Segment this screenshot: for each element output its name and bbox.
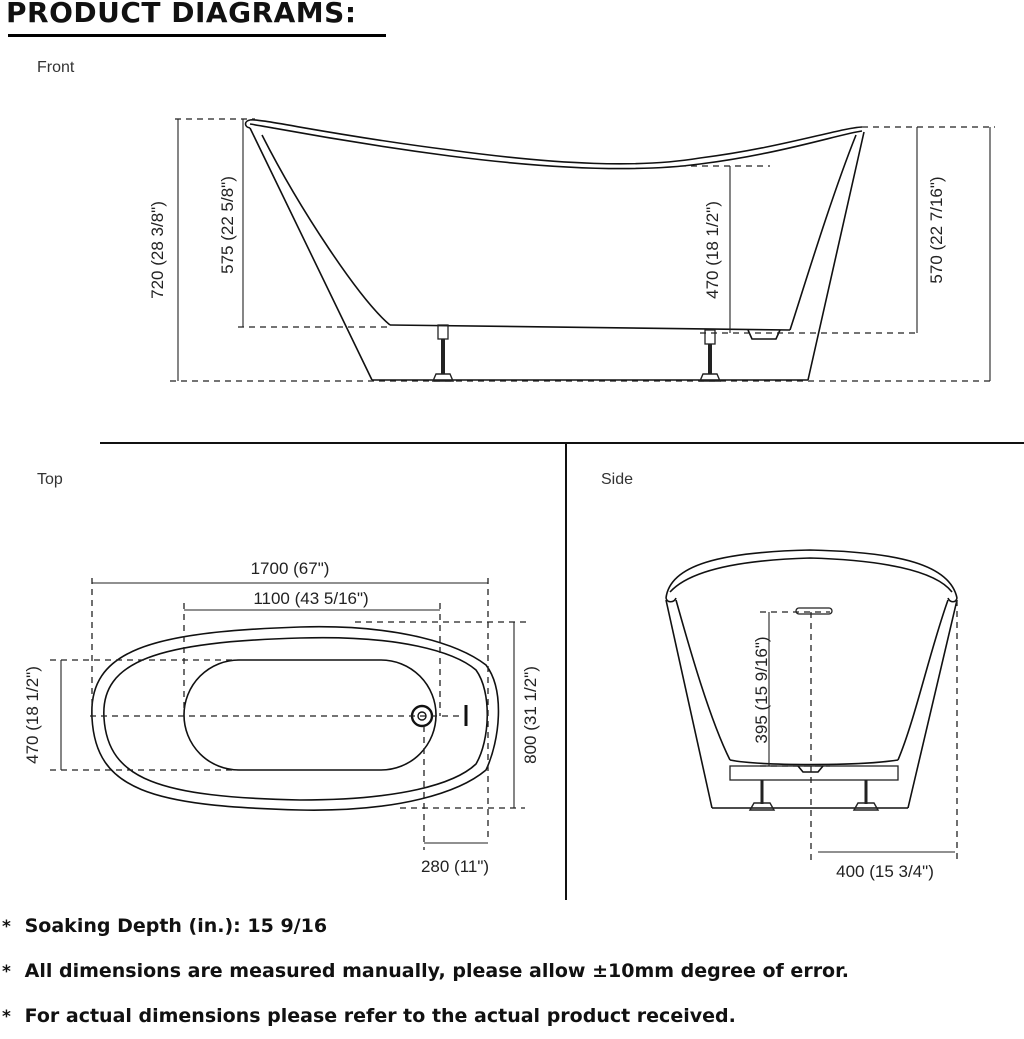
title-underline	[8, 34, 386, 37]
note-bullet: *	[2, 1007, 11, 1027]
note-text: For actual dimensions please refer to th…	[24, 1005, 736, 1027]
side-depth-label: 395 (15 9/16")	[752, 636, 771, 743]
front-bathtub	[244, 119, 865, 382]
note-measurement-error: * All dimensions are measured manually, …	[2, 949, 849, 994]
product-diagram: Front 720 (28 3/8")	[23, 59, 1024, 900]
tub-length-label: 1700 (67")	[251, 559, 330, 578]
note-bullet: *	[2, 962, 11, 982]
inner-length-label: 1100 (43 5/16")	[253, 589, 368, 608]
inner-height-label: 575 (22 5/8")	[218, 176, 237, 274]
notes-list: * Soaking Depth (in.): 15 9/16 * All dim…	[2, 904, 849, 1039]
drain-offset-label: 280 (11")	[421, 857, 489, 876]
interior-depth-label: 470 (18 1/2")	[703, 201, 722, 299]
side-view-label: Side	[601, 471, 633, 488]
inner-width-label: 470 (18 1/2")	[23, 666, 42, 764]
rim-height-label: 570 (22 7/16")	[927, 176, 946, 283]
total-height-label: 720 (28 3/8")	[148, 201, 167, 299]
top-bathtub	[91, 625, 500, 811]
note-text: Soaking Depth (in.): 15 9/16	[24, 915, 328, 937]
page-title: PRODUCT DIAGRAMS:	[6, 0, 357, 29]
side-half-width-label: 400 (15 3/4")	[836, 862, 934, 881]
note-bullet: *	[2, 917, 11, 937]
side-bathtub	[665, 549, 958, 811]
front-view-label: Front	[37, 59, 75, 76]
top-view-label: Top	[37, 471, 63, 488]
note-text: All dimensions are measured manually, pl…	[24, 960, 849, 982]
tub-width-label: 800 (31 1/2")	[521, 666, 540, 764]
note-soaking-depth: * Soaking Depth (in.): 15 9/16	[2, 904, 849, 949]
